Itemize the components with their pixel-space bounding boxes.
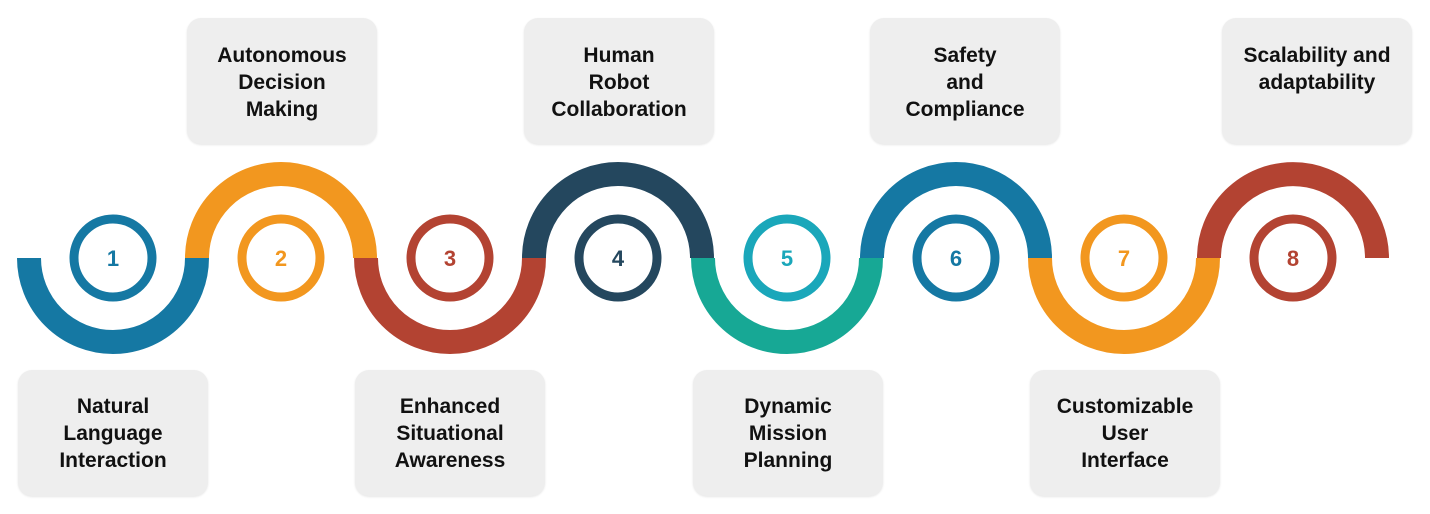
card-step-7: Customizable User Interface xyxy=(1030,370,1220,496)
step-3-label: Enhanced Situational Awareness xyxy=(394,394,506,472)
step-2-ring: 2 xyxy=(237,214,325,302)
step-8-label: Scalability and adaptability xyxy=(1243,44,1391,94)
step-5-ring: 5 xyxy=(743,214,831,302)
step-8-ring: 8 xyxy=(1249,214,1337,302)
lower-arc-3 xyxy=(691,257,883,354)
step-7-label: Customizable User Interface xyxy=(1056,394,1194,472)
step-4-label: Human Robot Collaboration xyxy=(551,44,687,121)
step-7-ring: 7 xyxy=(1080,214,1168,302)
card-step-1: Natural Language Interaction xyxy=(18,370,208,496)
step-3-ring: 3 xyxy=(406,214,494,302)
step-1-number: 1 xyxy=(107,246,119,271)
step-6-label: Safety and Compliance xyxy=(905,44,1025,121)
card-step-2: Autonomous Decision Making xyxy=(187,18,377,144)
upper-arc-2 xyxy=(522,162,714,259)
card-step-4: Human Robot Collaboration xyxy=(524,18,714,144)
step-8-number: 8 xyxy=(1287,246,1299,271)
upper-arc-3 xyxy=(860,162,1052,259)
step-5-label: Dynamic Mission Planning xyxy=(743,394,833,472)
step-5-number: 5 xyxy=(781,246,793,271)
upper-arc-1 xyxy=(185,162,377,259)
card-step-3: Enhanced Situational Awareness xyxy=(355,370,545,496)
card-step-5: Dynamic Mission Planning xyxy=(693,370,883,496)
lower-arc-2 xyxy=(354,257,546,354)
card-step-8: Scalability and adaptability xyxy=(1222,18,1412,144)
step-2-number: 2 xyxy=(275,246,287,271)
upper-arc-4 xyxy=(1197,162,1389,259)
step-6-number: 6 xyxy=(950,246,962,271)
step-3-number: 3 xyxy=(444,246,456,271)
lower-arc-4 xyxy=(1028,257,1220,354)
step-4-number: 4 xyxy=(612,246,625,271)
step-1-label: Natural Language Interaction xyxy=(59,394,167,472)
lower-arc-1 xyxy=(17,257,209,354)
card-step-6: Safety and Compliance xyxy=(870,18,1060,144)
step-6-ring: 6 xyxy=(912,214,1000,302)
step-1-ring: 1 xyxy=(69,214,157,302)
step-7-number: 7 xyxy=(1118,246,1130,271)
step-2-label: Autonomous Decision Making xyxy=(217,44,347,121)
step-4-ring: 4 xyxy=(574,214,662,302)
